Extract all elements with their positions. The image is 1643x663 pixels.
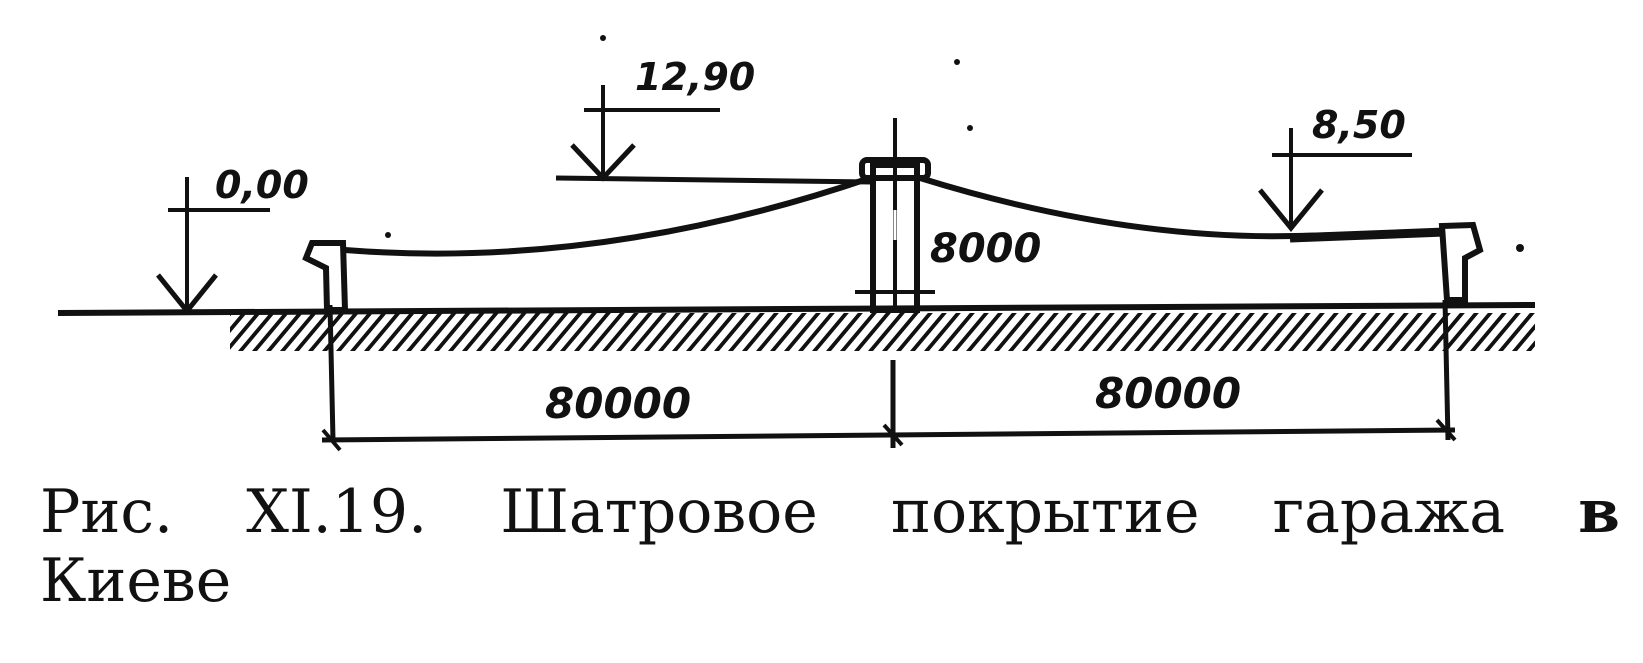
ground-hatching bbox=[230, 313, 1535, 351]
caption-label: Рис. bbox=[40, 477, 174, 547]
span-left-label: 80000 bbox=[545, 379, 691, 428]
elevation-peak-label: 12,90 bbox=[635, 55, 755, 99]
caption-number: XI.19. bbox=[246, 477, 428, 547]
scan-speck bbox=[954, 59, 960, 65]
caption-word: гаража bbox=[1272, 477, 1506, 547]
scan-speck bbox=[385, 232, 391, 238]
roof-right-flat-segment bbox=[1289, 227, 1446, 243]
elevation-left-label: 0,00 bbox=[215, 163, 309, 207]
span-dimension-line: 80000 80000 bbox=[321, 299, 1457, 452]
elevation-marker-right: 8,50 bbox=[1258, 103, 1412, 232]
elevation-marker-left: 0,00 bbox=[156, 163, 309, 315]
scan-speck bbox=[1516, 244, 1524, 252]
caption-word: Шатровое bbox=[500, 477, 818, 547]
mast-height-label: 8000 bbox=[930, 226, 1041, 272]
span-right-label: 80000 bbox=[1095, 369, 1241, 418]
caption-word: покрытие bbox=[891, 477, 1200, 547]
left-support-column bbox=[302, 240, 349, 313]
caption-first-line: Рис. XI.19. Шатровое покрытие гаража в bbox=[40, 478, 1620, 547]
scan-speck bbox=[600, 35, 606, 41]
roof-left-cable bbox=[344, 175, 871, 257]
ground-line bbox=[57, 302, 1536, 316]
elevation-right-label: 8,50 bbox=[1312, 103, 1406, 147]
scan-speck bbox=[967, 125, 973, 131]
roof-right-cable bbox=[919, 175, 1446, 240]
figure-caption: Рис. XI.19. Шатровое покрытие гаража в К… bbox=[40, 478, 1620, 616]
elevation-marker-peak: 12,90 bbox=[555, 55, 873, 185]
caption-second-line: Киеве bbox=[40, 546, 232, 616]
caption-word: в bbox=[1578, 477, 1620, 547]
right-support-column bbox=[1438, 221, 1484, 303]
mast-height-dimension: 8000 bbox=[855, 226, 1041, 294]
